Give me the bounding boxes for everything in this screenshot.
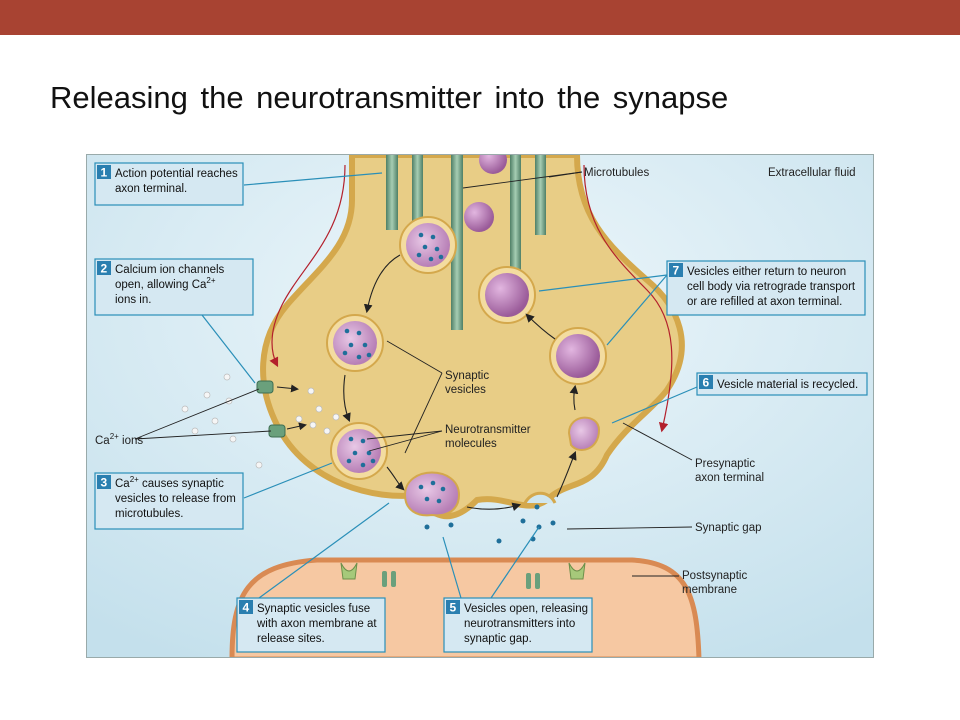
step-2-line-2: open, allowing Ca2+ <box>115 276 216 291</box>
label-ca-ions: Ca2+ ions <box>95 432 143 447</box>
step-6-line-1: Vesicle material is recycled. <box>717 379 858 391</box>
label-postsynaptic-1: Postsynaptic <box>682 570 747 582</box>
label-presynaptic-2: axon terminal <box>695 472 764 484</box>
receptor-channel-4 <box>568 562 586 580</box>
step-5-line-1: Vesicles open, releasing <box>464 603 588 615</box>
recycled-vesicle-2 <box>549 327 607 385</box>
step-3-line-1: Ca2+ causes synaptic <box>115 475 224 490</box>
calcium-ion-arrows <box>276 384 307 431</box>
step-4-line-1: Synaptic vesicles fuse <box>257 603 370 615</box>
label-microtubules: Microtubules <box>584 167 649 179</box>
step-2-number: 2 <box>101 262 108 276</box>
pointer-lines <box>134 171 693 577</box>
recycled-vesicle-3 <box>567 416 601 451</box>
step-6-number: 6 <box>703 376 710 390</box>
microtubule-2 <box>412 155 423 225</box>
step-5-line-2: neurotransmitters into <box>464 618 575 630</box>
step-2-line-3: ions in. <box>115 294 151 306</box>
fusing-vesicle <box>403 471 461 517</box>
microtubule-3 <box>451 155 463 330</box>
step-3-callout: 3 Ca2+ causes synaptic vesicles to relea… <box>94 472 244 530</box>
label-synaptic-vesicles-1: Synaptic <box>445 370 489 382</box>
action-potential-arrow-left <box>269 164 346 368</box>
step-4-line-2: with axon membrane at <box>256 618 377 630</box>
step-7-callout: 7 Vesicles either return to neuron cell … <box>666 260 866 316</box>
header-bar <box>0 0 960 35</box>
step-1-number: 1 <box>101 166 108 180</box>
step-6-callout: 6 Vesicle material is recycled. <box>696 372 868 396</box>
vesicle-cycle-arrows <box>342 254 579 512</box>
label-extracellular-fluid: Extracellular fluid <box>768 167 856 179</box>
release-site <box>523 491 557 504</box>
step-5-callout: 5 Vesicles open, releasing neurotransmit… <box>443 597 593 653</box>
microtubule-1 <box>386 155 398 230</box>
vesicle-upper <box>464 202 494 232</box>
receptor-channel-2 <box>382 571 396 587</box>
step-2-callout: 2 Calcium ion channels open, allowing Ca… <box>94 258 254 316</box>
step-7-line-3: or are refilled at axon terminal. <box>687 296 842 308</box>
microtubule-5 <box>535 155 546 235</box>
label-presynaptic-1: Presynaptic <box>695 458 755 470</box>
label-synaptic-vesicles-2: vesicles <box>445 384 486 396</box>
step-3-number: 3 <box>101 476 108 490</box>
slide-title: Releasing the neurotransmitter into the … <box>50 80 729 115</box>
step-4-callout: 4 Synaptic vesicles fuse with axon membr… <box>236 597 386 653</box>
step-5-number: 5 <box>450 601 457 615</box>
step-4-line-3: release sites. <box>257 633 325 645</box>
synaptic-vesicle-3 <box>330 422 388 480</box>
step-7-line-2: cell body via retrograde transport <box>687 281 856 293</box>
label-synaptic-gap: Synaptic gap <box>695 522 762 534</box>
synapse-diagram: Microtubules Extracellular fluid Synapti… <box>87 155 873 657</box>
receptor-channel-3 <box>526 573 540 589</box>
synaptic-vesicle-1 <box>399 216 457 274</box>
recycled-vesicle-1 <box>478 266 536 324</box>
label-neurotransmitter-2: molecules <box>445 438 497 450</box>
step-7-number: 7 <box>673 264 680 278</box>
step-3-line-2: vesicles to release from <box>115 493 236 505</box>
microtubule-4 <box>510 155 521 275</box>
step-2-line-1: Calcium ion channels <box>115 264 225 276</box>
step-4-number: 4 <box>243 601 250 615</box>
step-1-line-2: axon terminal. <box>115 183 187 195</box>
receptor-channel-1 <box>340 562 358 580</box>
label-postsynaptic-2: membrane <box>682 584 737 596</box>
step-5-line-3: synaptic gap. <box>464 633 532 645</box>
synaptic-vesicle-2 <box>326 314 384 372</box>
step-1-callout: 1 Action potential reaches axon terminal… <box>94 162 244 206</box>
vesicle-top <box>479 155 507 174</box>
step-7-line-1: Vesicles either return to neuron <box>687 266 846 278</box>
calcium-channel-1 <box>256 380 274 394</box>
callout-leader-lines <box>201 172 698 599</box>
action-potential-arrow-right <box>583 164 673 433</box>
synapse-figure: Microtubules Extracellular fluid Synapti… <box>86 154 874 658</box>
step-1-line-1: Action potential reaches <box>115 168 238 180</box>
label-neurotransmitter-1: Neurotransmitter <box>445 424 531 436</box>
calcium-ions <box>181 373 340 469</box>
calcium-channel-2 <box>268 424 286 438</box>
step-3-line-3: microtubules. <box>115 508 183 520</box>
